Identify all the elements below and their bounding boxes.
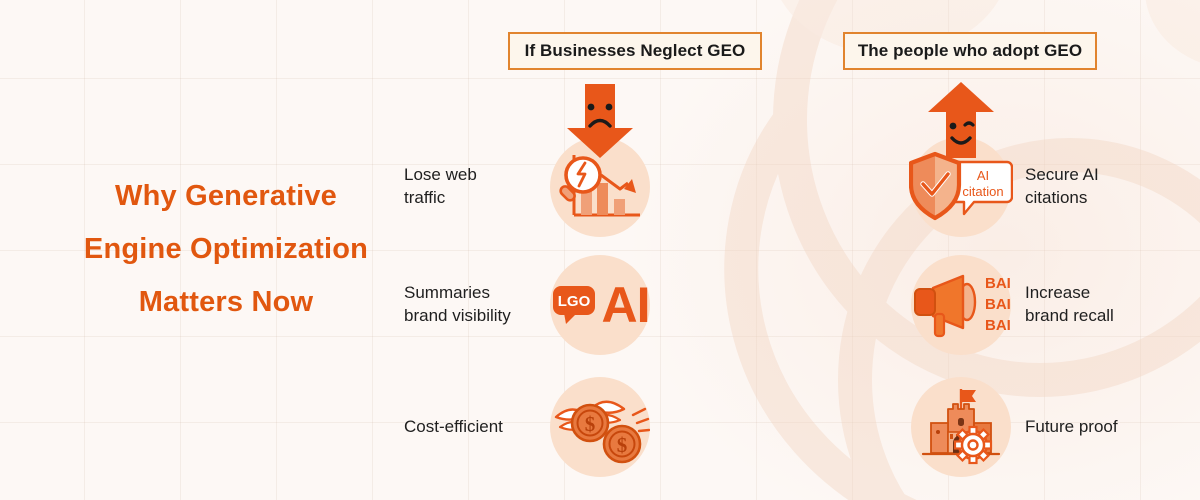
- winged-money-coins-icon: $ $: [554, 400, 650, 464]
- shout-line-3: BAI: [985, 317, 1011, 334]
- list-item: BAI BAI BAI Increase brand recall: [905, 250, 1200, 360]
- megaphone-icon: BAI BAI BAI: [914, 274, 1011, 338]
- item-label: Secure AI citations: [1025, 165, 1099, 207]
- icon-container: [544, 84, 656, 242]
- column-header-adopt: The people who adopt GEO: [843, 32, 1097, 70]
- arrow-down-sad-face-icon: [567, 84, 633, 158]
- list-item: Lose web traffic: [404, 84, 704, 242]
- page-title-line-2: Engine Optimization: [83, 232, 369, 265]
- item-label: Summaries brand visibility: [404, 283, 511, 325]
- shout-line-2: BAI: [985, 296, 1011, 313]
- icon-container: BAI BAI BAI: [905, 250, 1017, 360]
- citation-bubble-line-2: citation: [962, 184, 1003, 199]
- ai-speech-bubble-icon: LGO AI: [551, 277, 651, 333]
- coin-symbol: $: [617, 433, 628, 457]
- castle-gear-icon: [921, 389, 1001, 465]
- speech-bubble-lgo-icon: LGO: [552, 286, 595, 324]
- speech-bubble-text: LGO: [557, 293, 590, 310]
- coin-symbol: $: [585, 412, 596, 436]
- page-title: Why Generative Engine Optimization Matte…: [56, 170, 396, 328]
- item-label: Cost-efficient: [404, 416, 503, 436]
- arrow-up-winking-face-icon: [928, 82, 994, 158]
- citation-bubble-line-1: AI: [977, 168, 989, 183]
- list-item: Cost-efficient $ $: [404, 372, 704, 482]
- item-label: Increase brand recall: [1025, 283, 1114, 325]
- shout-line-1: BAI: [985, 275, 1011, 292]
- item-label: Lose web traffic: [404, 165, 477, 207]
- list-item: Summaries brand visibility LGO AI: [404, 250, 704, 360]
- shield-check-ai-citation-icon: AI citation: [909, 151, 1013, 221]
- gear-icon: [953, 425, 993, 465]
- page-title-line-1: Why Generative: [115, 180, 337, 212]
- ai-text: AI: [601, 277, 651, 333]
- list-item: Future proof: [905, 372, 1200, 482]
- column-header-neglect: If Businesses Neglect GEO: [508, 32, 762, 70]
- page-title-line-3: Matters Now: [138, 285, 314, 318]
- icon-container: [905, 372, 1017, 482]
- column-header-neglect-label: If Businesses Neglect GEO: [524, 41, 746, 60]
- icon-container: AI citation: [905, 82, 1017, 242]
- list-item: AI citation Secure AI citations: [905, 82, 1200, 242]
- column-header-adopt-label: The people who adopt GEO: [857, 41, 1083, 60]
- item-label: Future proof: [1025, 416, 1118, 436]
- magnifier-broken-declining-chart-icon: [559, 155, 640, 217]
- icon-container: LGO AI: [544, 250, 656, 360]
- icon-container: $ $: [544, 372, 656, 482]
